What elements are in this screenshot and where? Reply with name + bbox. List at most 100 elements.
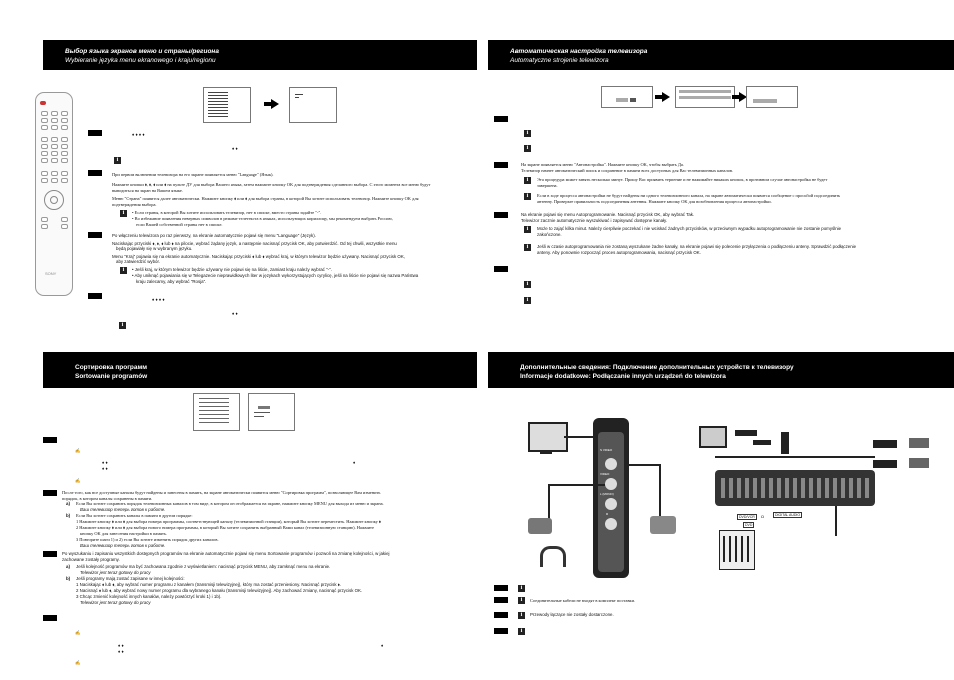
banner-connect: Дополнительные сведения: Подключение доп…: [488, 352, 954, 388]
info-icon: i: [518, 612, 525, 619]
banner-autotune-pl: Automatyczne strojenie telewizora: [510, 57, 609, 64]
av-device-icon: [873, 460, 897, 468]
sort-ru-a-ok: Ваш телевизор теперь готов к работе.: [80, 507, 166, 512]
rear-label-dvd-vcr: DVD/VCR: [737, 514, 757, 520]
info-icon: i: [120, 210, 127, 217]
remote-brand: SONY: [45, 271, 57, 276]
sort-ru-label-b: b): [66, 513, 71, 518]
banner-autotune: Автоматическая настройка телевизора Auto…: [488, 40, 954, 70]
info-icon: i: [524, 130, 531, 137]
banner-autotune-ru: Автоматическая настройка телевизора: [510, 48, 648, 55]
banner-connect-ru: Дополнительные сведения: Подключение доп…: [520, 364, 794, 371]
cable-line: [629, 464, 659, 466]
banner-language-pl: Wybieranie języka menu ekranowego i kraj…: [65, 57, 216, 64]
sort-pl-1: Po wyszukaniu i zapisaniu wszystkich dos…: [62, 551, 390, 556]
info-icon: i: [524, 281, 531, 288]
sort-pl-b1: 1 Naciskając ⬧ lub ⬧, aby wybrać numer p…: [76, 582, 341, 587]
remote-button-glyphs: ♦ ♦ ♦ ♦: [152, 297, 165, 302]
cassette-icon: [909, 438, 929, 448]
language-pl-intro: Po włączeniu telewizora po raz pierwszy,…: [112, 233, 316, 238]
language-menu-screen: [203, 87, 251, 123]
autotune-screen-1: [601, 86, 653, 108]
banner-language: Выбор языка экранов меню и страны/регион…: [43, 40, 477, 70]
connection-diagram-left: S VIDEO VIDEO L (MONO) R: [518, 418, 678, 588]
rear-label-ohm: Ω: [761, 514, 764, 519]
headphones-icon: [540, 546, 566, 567]
autotune-pl-note-2b: anteny. Aby ponownie rozpocząć proces au…: [537, 250, 701, 255]
sort-screen-2: [248, 393, 295, 431]
jack-label: S VIDEO: [600, 448, 613, 452]
hand-icon: ✍: [75, 660, 81, 665]
jack-label: L (MONO): [600, 492, 614, 496]
info-icon: i: [524, 226, 531, 233]
remote-button-glyphs: ♦: [381, 643, 384, 648]
sort-ru-label-a: a): [66, 501, 70, 506]
sort-ru-b2: 2 Нажмите кнопку ⬧ или ⬧ для выбора ново…: [76, 525, 374, 530]
tv-rear-icon: [699, 426, 727, 448]
language-pl-country-1: Menu "Kraj" pojawia się na ekranie autom…: [112, 254, 405, 259]
info-icon: i: [120, 267, 127, 274]
remote-button-glyphs: ♦ ♦: [232, 311, 238, 316]
sort-ru-1b: порядок, в котором каналы сохранены в па…: [62, 496, 153, 501]
sort-pl-a-ok: Telewizor jest teraz gotowy do pracy: [80, 570, 151, 575]
connect-pl-note: Przewody łączące nie zostały dostarczone…: [530, 612, 614, 617]
info-icon: i: [524, 193, 531, 200]
sort-ru-b1: 1 Нажмите кнопку ⬧ или ⬧ для выбора номе…: [76, 519, 381, 524]
remote-control-illustration: SONY: [35, 92, 73, 296]
step-marker-2: [43, 490, 57, 496]
info-icon: i: [524, 177, 531, 184]
ok-button-icon: [50, 196, 58, 204]
info-icon: i: [524, 145, 531, 152]
remote-button-glyphs: ♦ ♦: [118, 649, 124, 654]
language-pl-select-2: będą pojawiały się w wybranym języku.: [116, 246, 193, 251]
remote-button-glyphs: ♦: [353, 460, 356, 465]
step-marker-1-pl: [43, 615, 57, 621]
autotune-ru-note-2b: антенну. Проверьте правильность подсоеди…: [537, 199, 772, 204]
sort-pl-b: Jeśli programy mają zostać zapisane w in…: [76, 576, 185, 581]
step-marker-1: [494, 116, 508, 122]
remote-button-glyphs: ♦ ♦ ♦ ♦: [132, 132, 145, 137]
camcorder-icon: [528, 518, 552, 534]
step-marker-2: [494, 162, 508, 168]
step-marker-2: [88, 170, 102, 176]
banner-language-ru: Выбор языка экранов меню и страны/регион…: [65, 48, 219, 55]
step-marker-1: [43, 437, 57, 443]
sort-ru-b3: 3 Повторите шаги 1) и 2) если Вы хотите …: [76, 537, 219, 542]
autotune-ru-1: На экране появляется меню "Автонастройка…: [521, 162, 684, 167]
language-ru-note-1: • Если страны, в которой Вы хотите испол…: [132, 210, 322, 215]
step-marker-1-pl: [88, 293, 102, 299]
autotune-ru-2: Телевизор начнет автоматический поиск и …: [521, 168, 734, 173]
step-marker-2-pl: [494, 212, 508, 218]
language-ru-note-2: • Во избежание появления неверных символ…: [132, 216, 393, 221]
hand-icon: ✍: [75, 630, 81, 635]
vcr-icon: [735, 430, 757, 436]
cable-line: [564, 436, 594, 438]
connection-diagram-right: DVD/VCR DVD Ω DIGITAL AUDIO: [695, 420, 935, 590]
language-pl-note-2: • Aby uniknąć pojawiania się w Telegazec…: [132, 273, 419, 278]
autotune-pl-1: Na ekranie pojawi się menu Autoprogramow…: [521, 212, 695, 217]
cassette-icon: [909, 458, 929, 468]
step-marker-2-pl: [43, 551, 57, 557]
remote-button-glyphs: ♦ ♦: [118, 643, 124, 648]
language-ru-note-3: если Вашей собственной страны нет в спис…: [136, 222, 223, 227]
language-pl-country-2: aby zatwierdzić wybór.: [116, 259, 160, 264]
sort-ru-b-ok: Ваш телевизор теперь готов к работе.: [80, 543, 166, 548]
step-marker-1-pl: [494, 628, 508, 634]
autotune-ru-note-1b: завершена.: [537, 183, 558, 188]
autotune-pl-note-2: Jeśli w czasie autoprogramowania nie zos…: [537, 244, 857, 249]
jack-label: R: [606, 512, 609, 516]
autotune-screen-2: [675, 86, 735, 108]
camera-icon: [650, 516, 676, 534]
remote-button-glyphs: ♦ ♦: [232, 146, 238, 151]
language-ru-country: Меню "Страна" появится далее автоматичес…: [112, 196, 419, 207]
language-ru-intro: При первом включении телевизора на его э…: [112, 172, 274, 177]
banner-sort-pl: Sortowanie programów: [75, 373, 148, 380]
cable-line: [659, 464, 661, 524]
country-menu-screen: [289, 87, 337, 123]
sort-pl-b2: 2 Nacisnąć ⬧ lub ⬧, aby wybrać nowy nume…: [76, 588, 363, 593]
banner-sort-ru: Сортировка программ: [75, 364, 148, 371]
sort-pl-1b: zachowane zostały programy.: [62, 557, 120, 562]
autotune-pl-2: Telewizor zacznie automatycznie wyszukiw…: [521, 218, 668, 223]
info-icon: i: [518, 628, 525, 635]
info-icon: i: [518, 585, 525, 592]
